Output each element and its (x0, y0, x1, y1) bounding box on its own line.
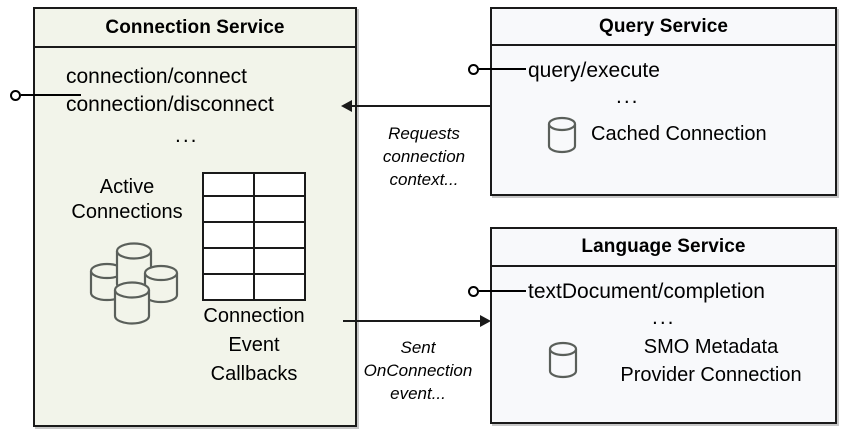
grid-cell (253, 172, 306, 197)
label-line-3: event... (390, 384, 446, 403)
provided-interface-lollipop-icon (468, 286, 479, 297)
language-service-title: Language Service (492, 229, 835, 267)
table-row (202, 247, 306, 275)
smo-metadata-label-line1: SMO Metadata (643, 336, 779, 358)
grid-cell (253, 273, 306, 301)
language-service-ellipsis: ... (652, 306, 676, 329)
connection-service-operation-disconnect: connection/disconnect (66, 93, 274, 116)
connector-connection-to-language-label: Sent OnConnection event... (352, 336, 484, 405)
active-connections-label-line2: Connections (71, 201, 183, 223)
lollipop-stem (21, 94, 81, 96)
connection-service-body: connection/connect connection/disconnect… (35, 48, 355, 425)
query-service-operation-execute: query/execute (528, 59, 660, 82)
connector-query-to-connection-label: Requests connection context... (360, 122, 488, 191)
connection-event-callbacks-label-line3: Callbacks (210, 363, 298, 385)
lollipop-stem (479, 68, 526, 70)
connection-event-callbacks-grid[interactable] (202, 172, 306, 301)
connection-service-ellipsis: ... (175, 124, 199, 147)
connection-event-callbacks-label-line1: Connection (203, 305, 305, 327)
grid-cell (253, 221, 306, 249)
component-language-service[interactable]: Language Service textDocument/completion… (490, 227, 837, 424)
table-row (202, 195, 306, 223)
component-connection-service[interactable]: Connection Service connection/connect co… (33, 7, 357, 427)
database-cylinder-icon (547, 339, 579, 381)
connection-service-operation-connect: connection/connect (66, 65, 247, 88)
cached-connection-label: Cached Connection (591, 123, 767, 145)
label-line-2: OnConnection (363, 361, 473, 380)
smo-metadata-label-line2: Provider Connection (620, 364, 802, 386)
query-service-ellipsis: ... (616, 85, 640, 108)
grid-cell (202, 273, 255, 301)
connector-connection-to-language-line (343, 320, 483, 322)
grid-cell (253, 195, 306, 223)
label-line-1: Sent (400, 338, 436, 357)
connection-event-callbacks-label-line2: Event (228, 334, 280, 356)
connector-connection-to-language-arrowhead (480, 315, 491, 327)
database-stack-icon (87, 233, 197, 328)
lollipop-stem (479, 290, 526, 292)
grid-cell (202, 172, 255, 197)
table-row (202, 172, 306, 197)
database-cylinder-icon (546, 114, 578, 156)
grid-cell (202, 247, 255, 275)
active-connections-label-line1: Active (99, 176, 155, 198)
label-line-3: context... (389, 170, 459, 189)
component-query-service[interactable]: Query Service query/execute ... Cached C… (490, 7, 837, 196)
label-line-2: connection (382, 147, 466, 166)
grid-cell (202, 195, 255, 223)
connector-query-to-connection-line (352, 105, 492, 107)
language-service-body: textDocument/completion ... SMO Metadata… (492, 267, 835, 422)
grid-cell (202, 221, 255, 249)
connector-query-to-connection-arrowhead (341, 100, 352, 112)
table-row (202, 221, 306, 249)
label-line-1: Requests (388, 124, 460, 143)
grid-cell (253, 247, 306, 275)
provided-interface-lollipop-icon (10, 90, 21, 101)
query-service-body: query/execute ... Cached Connection (492, 46, 835, 194)
provided-interface-lollipop-icon (468, 64, 479, 75)
table-row (202, 273, 306, 301)
query-service-title: Query Service (492, 9, 835, 46)
language-service-operation-completion: textDocument/completion (528, 280, 765, 303)
connection-service-title: Connection Service (35, 9, 355, 48)
